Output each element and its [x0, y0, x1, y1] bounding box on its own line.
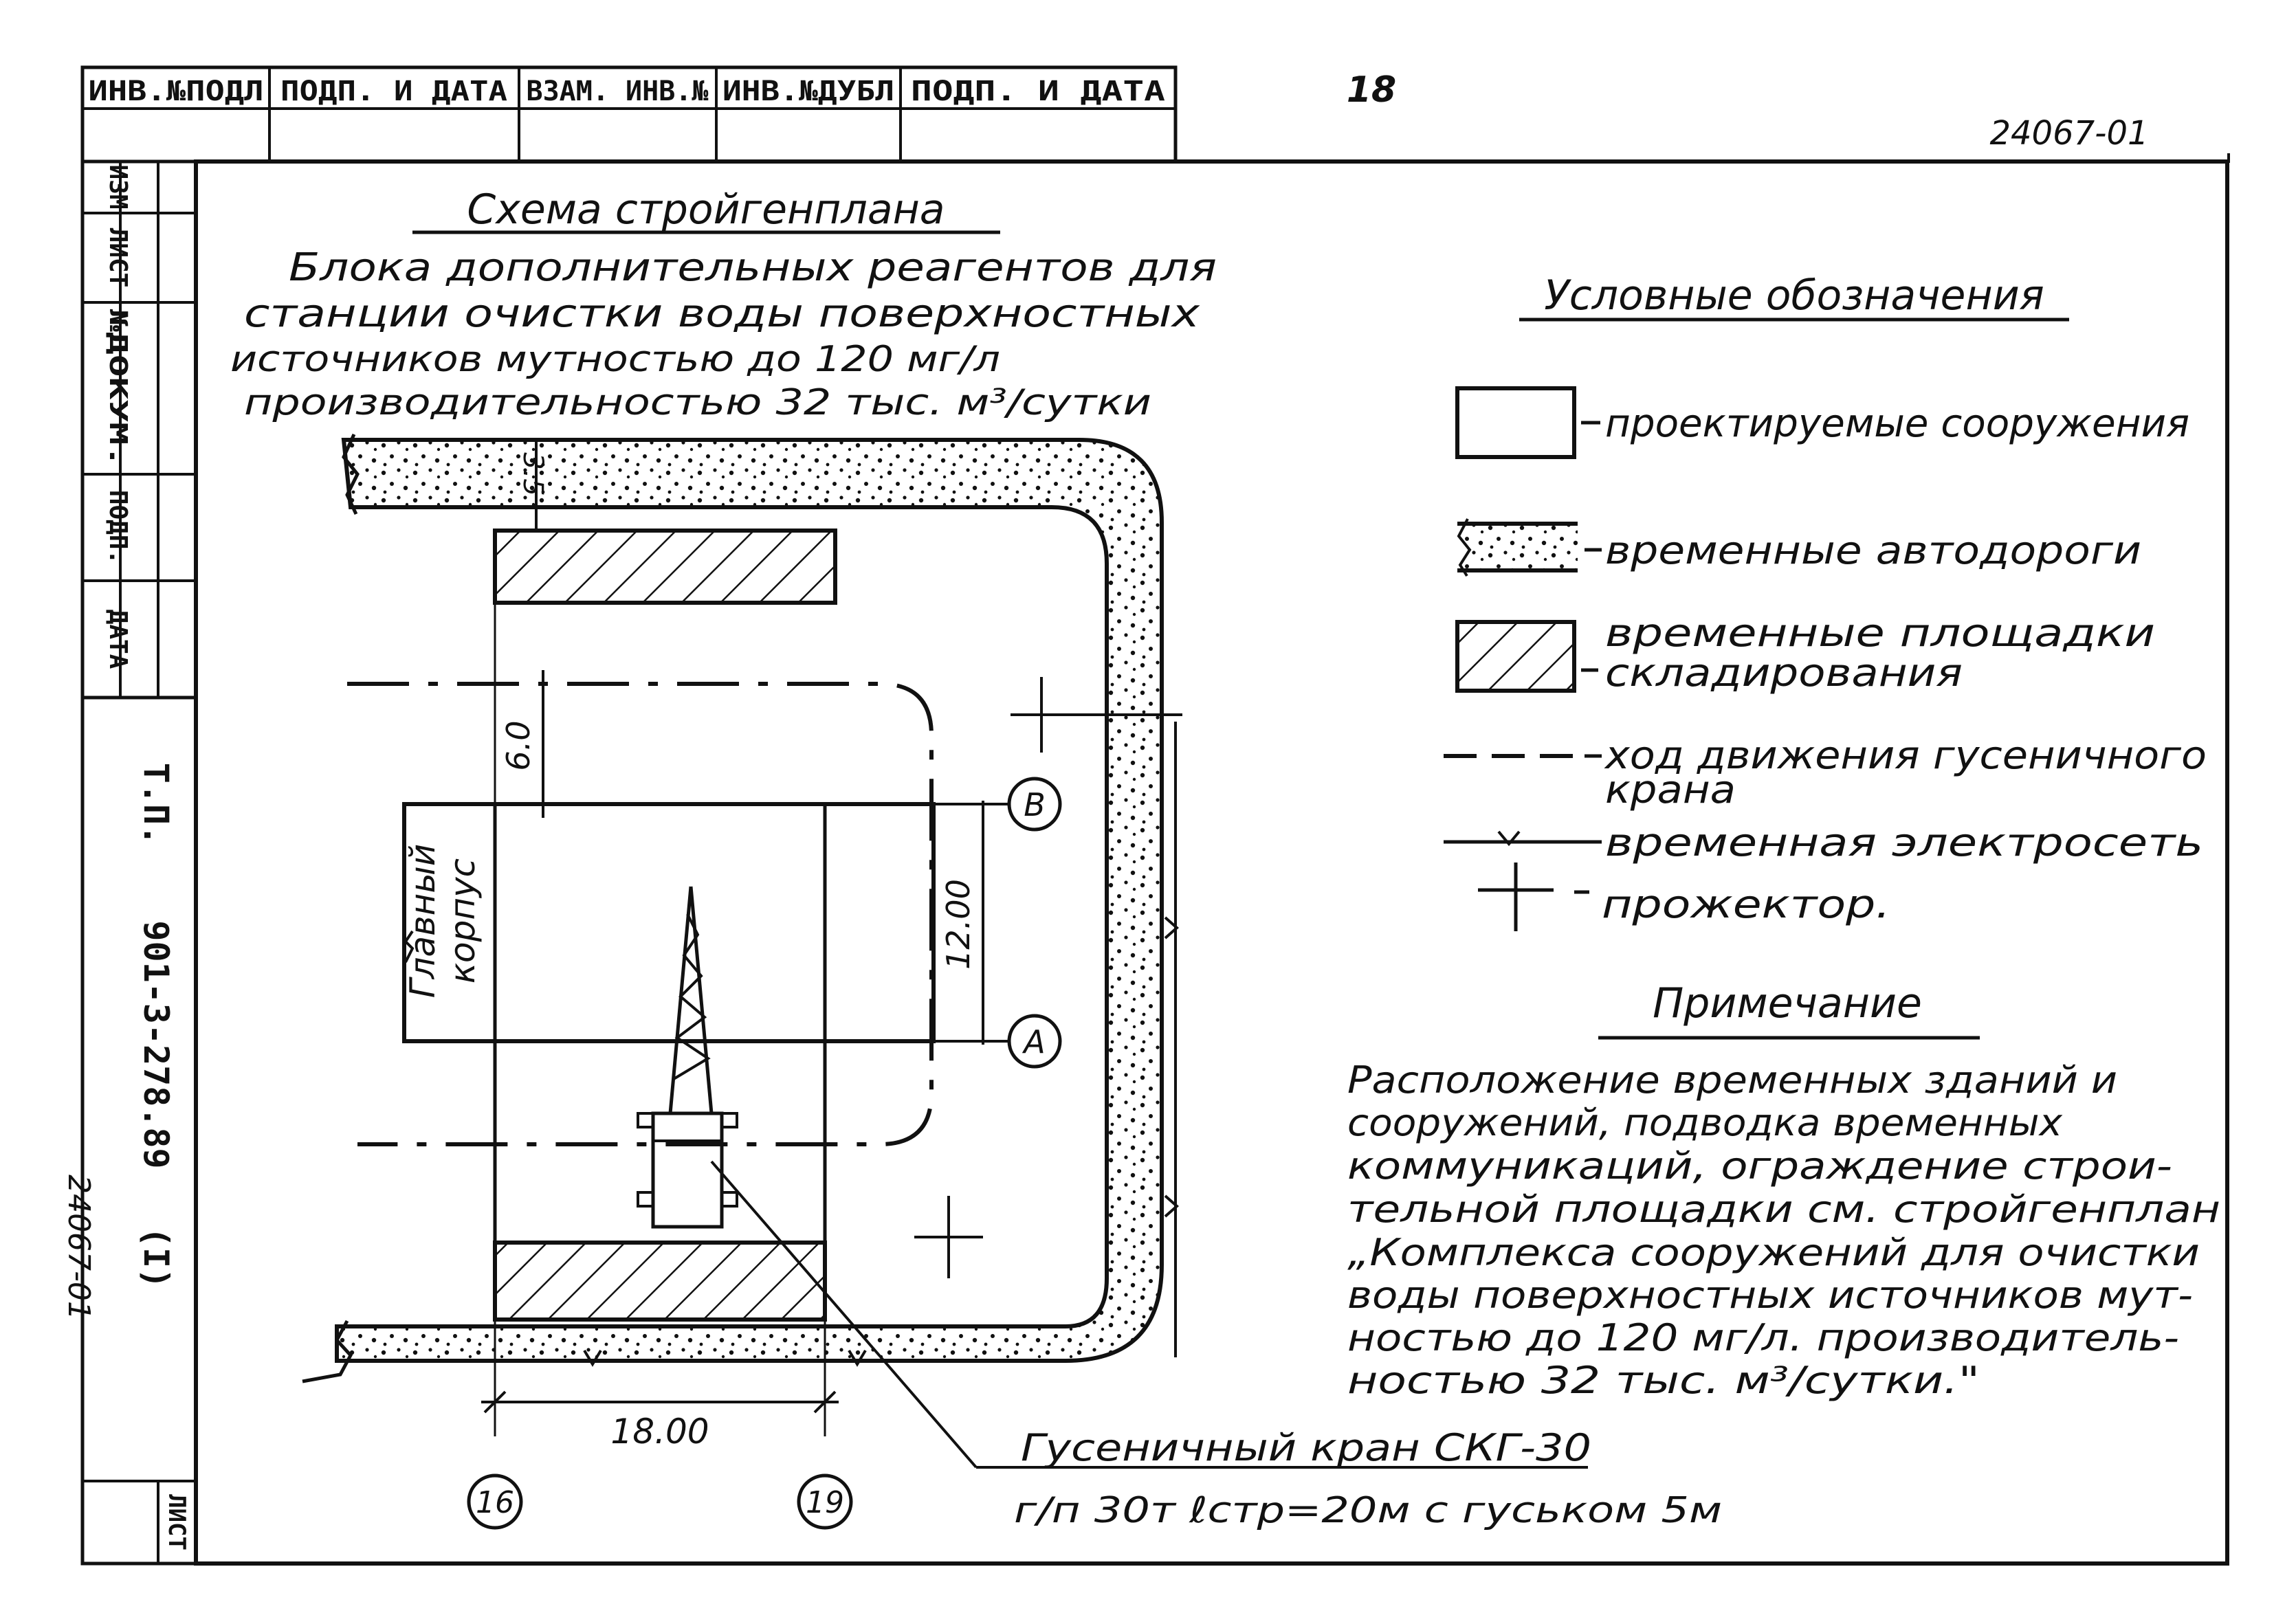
legend-item-road: временные автодороги — [1457, 518, 2141, 577]
storage-area-top — [493, 529, 837, 605]
side-doc-code: 24067-01 — [61, 1175, 96, 1320]
building-label-1: Главный — [403, 844, 443, 999]
legend-item-power: временная электросеть — [1444, 821, 2203, 865]
legend-item-storage: временные площадки складирования — [1455, 611, 2155, 696]
axis-bubble-b — [1007, 777, 1062, 832]
legend-label-power: временная электросеть — [1605, 821, 2203, 865]
axis-a-label: А — [1022, 1023, 1045, 1060]
axis-19-label: 19 — [806, 1485, 844, 1520]
axis-bubble-19 — [797, 1473, 853, 1530]
album-number: (I) — [136, 1227, 176, 1289]
page-number: 18 — [1347, 69, 1396, 111]
top-stamp: ИНВ.№ПОДЛ ПОДП. И ДАТА ВЗАМ. ИНВ.№ ИНВ.№… — [80, 65, 1178, 164]
doc-code: 24067-01 — [1989, 114, 2148, 153]
stamp-inv-podl: ИНВ.№ПОДЛ — [89, 76, 264, 107]
site-plan: 3.5 Главный корпус 6.0 12.00 В А — [302, 433, 1722, 1531]
temporary-road — [335, 438, 1164, 1363]
note-line-4: тельной площадки см. стройгенплан — [1347, 1188, 2220, 1231]
legend-label-crane-path-2: крана — [1605, 768, 1736, 812]
stamp-podp-data: ПОДП. И ДАТА — [280, 76, 507, 107]
road-break-top — [342, 433, 360, 515]
legend-item-crane-path: ход движения гусеничного крана — [1444, 733, 2207, 812]
note-line-8: ностью 32 тыс. м³/сутки." — [1347, 1359, 1980, 1402]
legend-label-floodlight: прожектор. — [1602, 882, 1890, 927]
legend-label-road: временные автодороги — [1605, 529, 2141, 573]
stamp-podp-data-2: ПОДП. И ДАТА — [911, 76, 1165, 107]
note-heading: Примечание — [1653, 979, 1922, 1027]
legend-label-designed: проектируемые сооружения — [1605, 401, 2189, 446]
stamp-data: ДАТА — [104, 610, 132, 669]
floodlight-1 — [1011, 677, 1072, 753]
note-line-6: воды поверхностных источников мут- — [1347, 1273, 2193, 1317]
axis-bubble-16 — [467, 1473, 523, 1530]
dim-span: 12.00 — [940, 879, 977, 970]
main-building — [402, 802, 936, 1043]
legend-label-crane-path-1: ход движения гусеничного — [1604, 733, 2207, 778]
crawler-crane — [637, 886, 1588, 1469]
dim-length: 18.00 — [610, 1412, 709, 1451]
stamp-list: ЛИСТ — [104, 228, 132, 288]
stamp-sheet-label: ЛИСТ — [163, 1494, 190, 1550]
title-line-1: Блока дополнительных реагентов для — [289, 245, 1217, 290]
stamp-izm: ИЗМ — [104, 164, 132, 209]
project-label-tp: Т.П. — [136, 763, 176, 845]
legend-item-floodlight: прожектор. — [1478, 863, 1890, 931]
left-stamp: ИЗМ ЛИСТ №ДОКУМ. ПОДП. ДАТА Т.П. 901-3-2… — [80, 159, 198, 1566]
crane-label-1: Гусеничный кран СКГ-30 — [1021, 1426, 1591, 1469]
legend: Условные обозначения проектируемые соору… — [1444, 271, 2207, 931]
project-number: 901-3-278.89 — [136, 920, 176, 1168]
title-line-3: источников мутностью до 120 мг/л — [230, 339, 1000, 380]
building-label-2: корпус — [443, 858, 483, 983]
dim-road-width: 3.5 — [517, 452, 549, 496]
legend-heading: Условные обозначения — [1544, 271, 2044, 320]
stamp-vzam-inv: ВЗАМ. ИНВ.№ — [527, 76, 709, 107]
axis-b-label: В — [1024, 786, 1046, 823]
crane-label-2: г/п 30т ℓстр=20м с гуськом 5м — [1014, 1490, 1722, 1531]
legend-label-storage-1: временные площадки — [1605, 611, 2155, 656]
title-heading: Схема стройгенплана — [467, 186, 945, 234]
legend-label-storage-2: складирования — [1605, 651, 1963, 696]
stamp-inv-dubl: ИНВ.№ДУБЛ — [722, 76, 894, 107]
floodlight-2 — [914, 1196, 983, 1278]
title-line-2: станции очистки воды поверхностных — [244, 291, 1200, 336]
note: Примечание Расположение временных зданий… — [1347, 979, 2220, 1402]
road-break-bottom — [302, 1320, 353, 1383]
stamp-nom-dokum: №ДОКУМ. — [104, 308, 132, 467]
note-line-2: сооружений, подводка временных — [1347, 1101, 2063, 1144]
note-line-7: ностью до 120 мг/л. производитель- — [1347, 1316, 2179, 1359]
storage-area-bottom — [493, 1241, 827, 1322]
axis-bubble-a — [1007, 1014, 1062, 1069]
stamp-podp: ПОДП. — [104, 490, 132, 564]
axis-16-label: 16 — [476, 1485, 514, 1520]
title-block: Схема стройгенплана Блока дополнительных… — [230, 186, 1217, 423]
dim-offset: 6.0 — [500, 720, 537, 770]
note-line-3: коммуникаций, ограждение строи- — [1347, 1144, 2172, 1188]
legend-item-designed: проектируемые сооружения — [1455, 386, 2189, 459]
title-line-4: производительностью 32 тыс. м³/сутки — [244, 382, 1151, 423]
note-line-1: Расположение временных зданий и — [1347, 1058, 2117, 1102]
note-line-5: „Комплекса сооружений для очистки — [1347, 1231, 2200, 1274]
